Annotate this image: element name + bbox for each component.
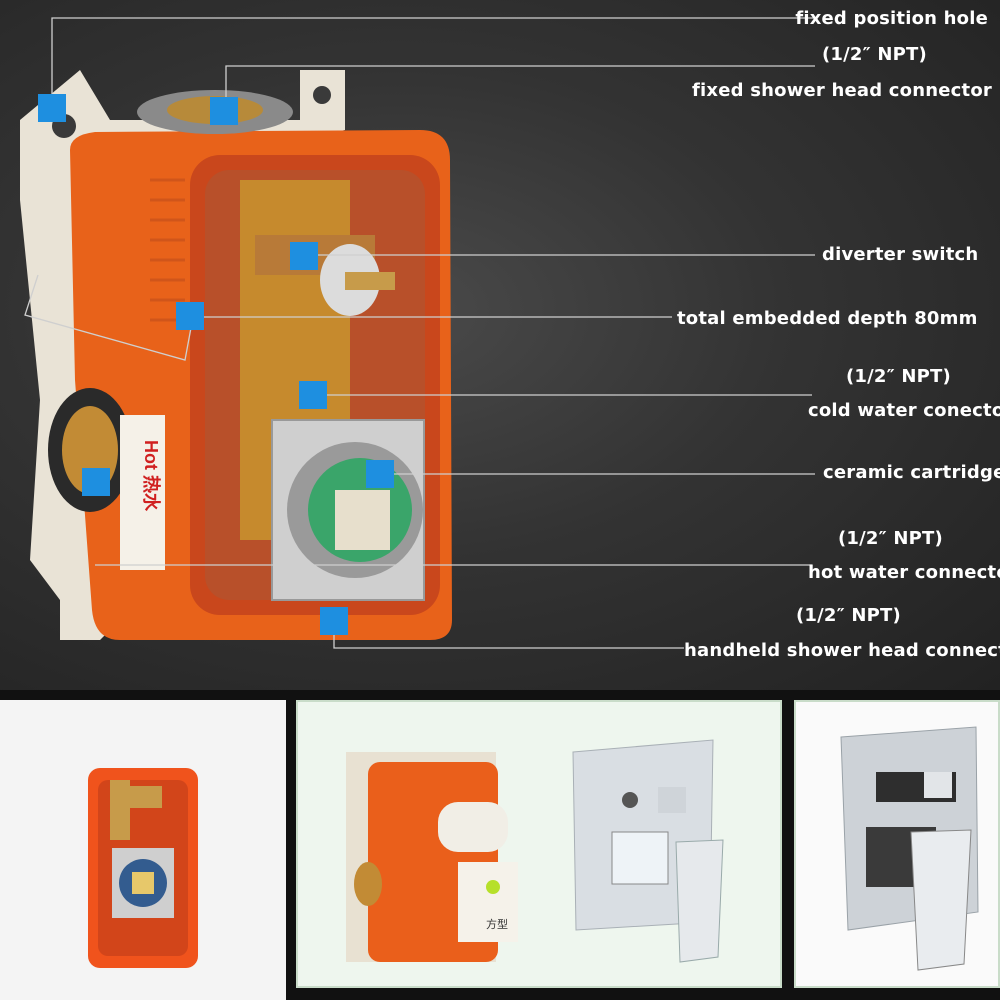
trim-plate-photo bbox=[796, 702, 998, 986]
marker-diverter-switch bbox=[290, 242, 318, 270]
label-fixed-shower-npt: (1/2″ NPT) bbox=[822, 44, 927, 65]
label-hot-npt: (1/2″ NPT) bbox=[838, 528, 943, 549]
marker-fixed-position-hole bbox=[38, 94, 66, 122]
valve-front-photo bbox=[88, 768, 198, 968]
thumbnail-valve-front bbox=[0, 700, 286, 1000]
diverter-spline bbox=[345, 272, 395, 290]
label-hot-water-connector: hot water connector bbox=[808, 562, 1000, 583]
thumbnail-trim-plate bbox=[794, 700, 1000, 988]
valve-tag-text: 方型 bbox=[486, 917, 508, 931]
marker-ceramic-cartridge bbox=[366, 460, 394, 488]
label-ceramic-cartridge: ceramic cartridge bbox=[823, 462, 1000, 483]
label-cold-npt: (1/2″ NPT) bbox=[846, 366, 951, 387]
marker-handheld-connector bbox=[320, 607, 348, 635]
valve-illustration: Hot 热水 bbox=[20, 17, 815, 649]
label-total-depth: total embedded depth 80mm bbox=[677, 308, 978, 329]
diagram-panel: Hot 热水 fixed position hole (1/2″ bbox=[0, 0, 1000, 690]
thumbnail-valve-with-trim: 方型 bbox=[296, 700, 782, 988]
label-fixed-shower-head-connector: fixed shower head connector bbox=[692, 80, 992, 101]
hot-label-plate bbox=[120, 415, 165, 570]
housing-ribs bbox=[150, 178, 185, 322]
label-handheld-shower-head-connector: handheld shower head connector bbox=[684, 640, 1000, 661]
valve-and-trim-photo: 方型 bbox=[298, 702, 780, 986]
marker-embedded-depth bbox=[176, 302, 204, 330]
label-handheld-npt: (1/2″ NPT) bbox=[796, 605, 901, 626]
label-diverter-switch: diverter switch bbox=[822, 244, 979, 265]
hot-marking: Hot 热水 bbox=[141, 440, 162, 512]
marker-fixed-shower-connector bbox=[210, 97, 238, 125]
mounting-hole bbox=[313, 86, 331, 104]
marker-hot-water bbox=[82, 468, 110, 496]
label-fixed-position-hole: fixed position hole bbox=[795, 8, 988, 29]
marker-cold-water bbox=[299, 381, 327, 409]
cartridge-stem bbox=[335, 490, 390, 550]
label-cold-water-connector: cold water conector bbox=[808, 400, 1000, 421]
